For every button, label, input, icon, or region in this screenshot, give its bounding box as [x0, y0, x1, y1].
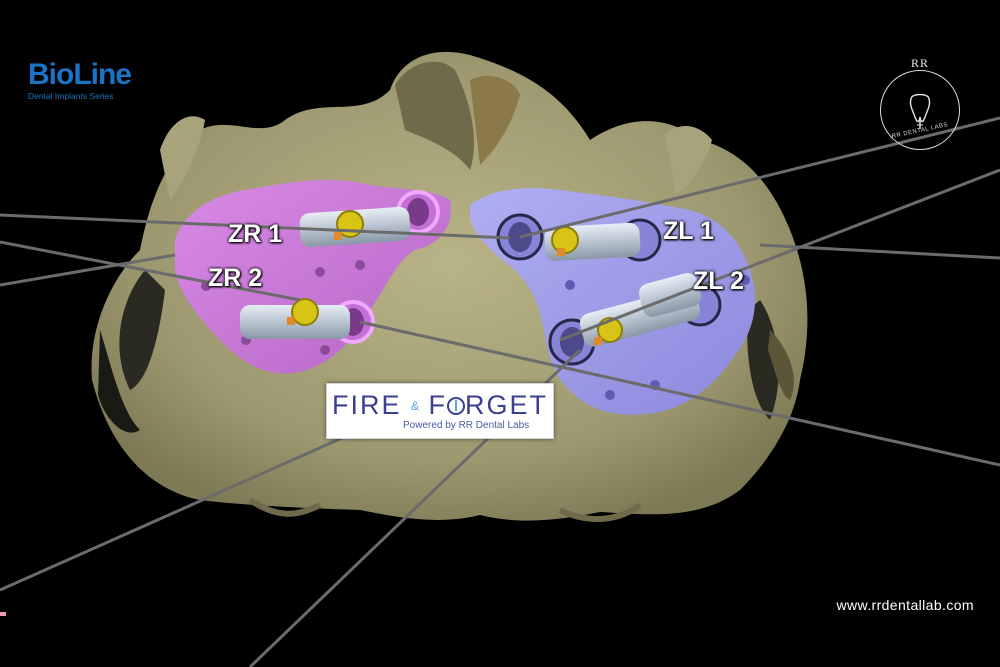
brand-name: BioLine [28, 58, 132, 91]
tooth-implant-icon [909, 93, 931, 129]
implant-o-icon [447, 397, 466, 415]
rr-initials: RR [910, 56, 929, 70]
fire-forget-powered-by: Powered by RR Dental Labs [403, 420, 530, 431]
edge-marker [0, 612, 6, 616]
ff-ampersand: & [410, 399, 419, 413]
label-zr2: ZR 2 [208, 264, 263, 292]
label-zr1: ZR 1 [228, 220, 283, 248]
label-zl1: ZL 1 [663, 217, 714, 245]
bioline-logo: BioLine Dental Implants Series [28, 58, 168, 102]
implant-trajectories [0, 116, 1000, 667]
rr-ring [880, 70, 960, 150]
fire-forget-banner: FIRE & F RGET Powered by RR Dental Labs [326, 383, 554, 439]
fire-forget-title: FIRE & F RGET [327, 390, 553, 421]
brand-subtitle: Dental Implants Series [28, 91, 114, 101]
implant-sleeves [240, 206, 702, 347]
ff-word-fire: FIRE [331, 390, 402, 420]
label-zl2: ZL 2 [693, 267, 744, 295]
website-url[interactable]: www.rrdentallab.com [836, 597, 974, 613]
ff-word-rget: RGET [465, 390, 549, 420]
rr-dental-labs-logo: RR RR DENTAL LABS [876, 52, 964, 150]
ff-word-f: F [428, 390, 448, 420]
